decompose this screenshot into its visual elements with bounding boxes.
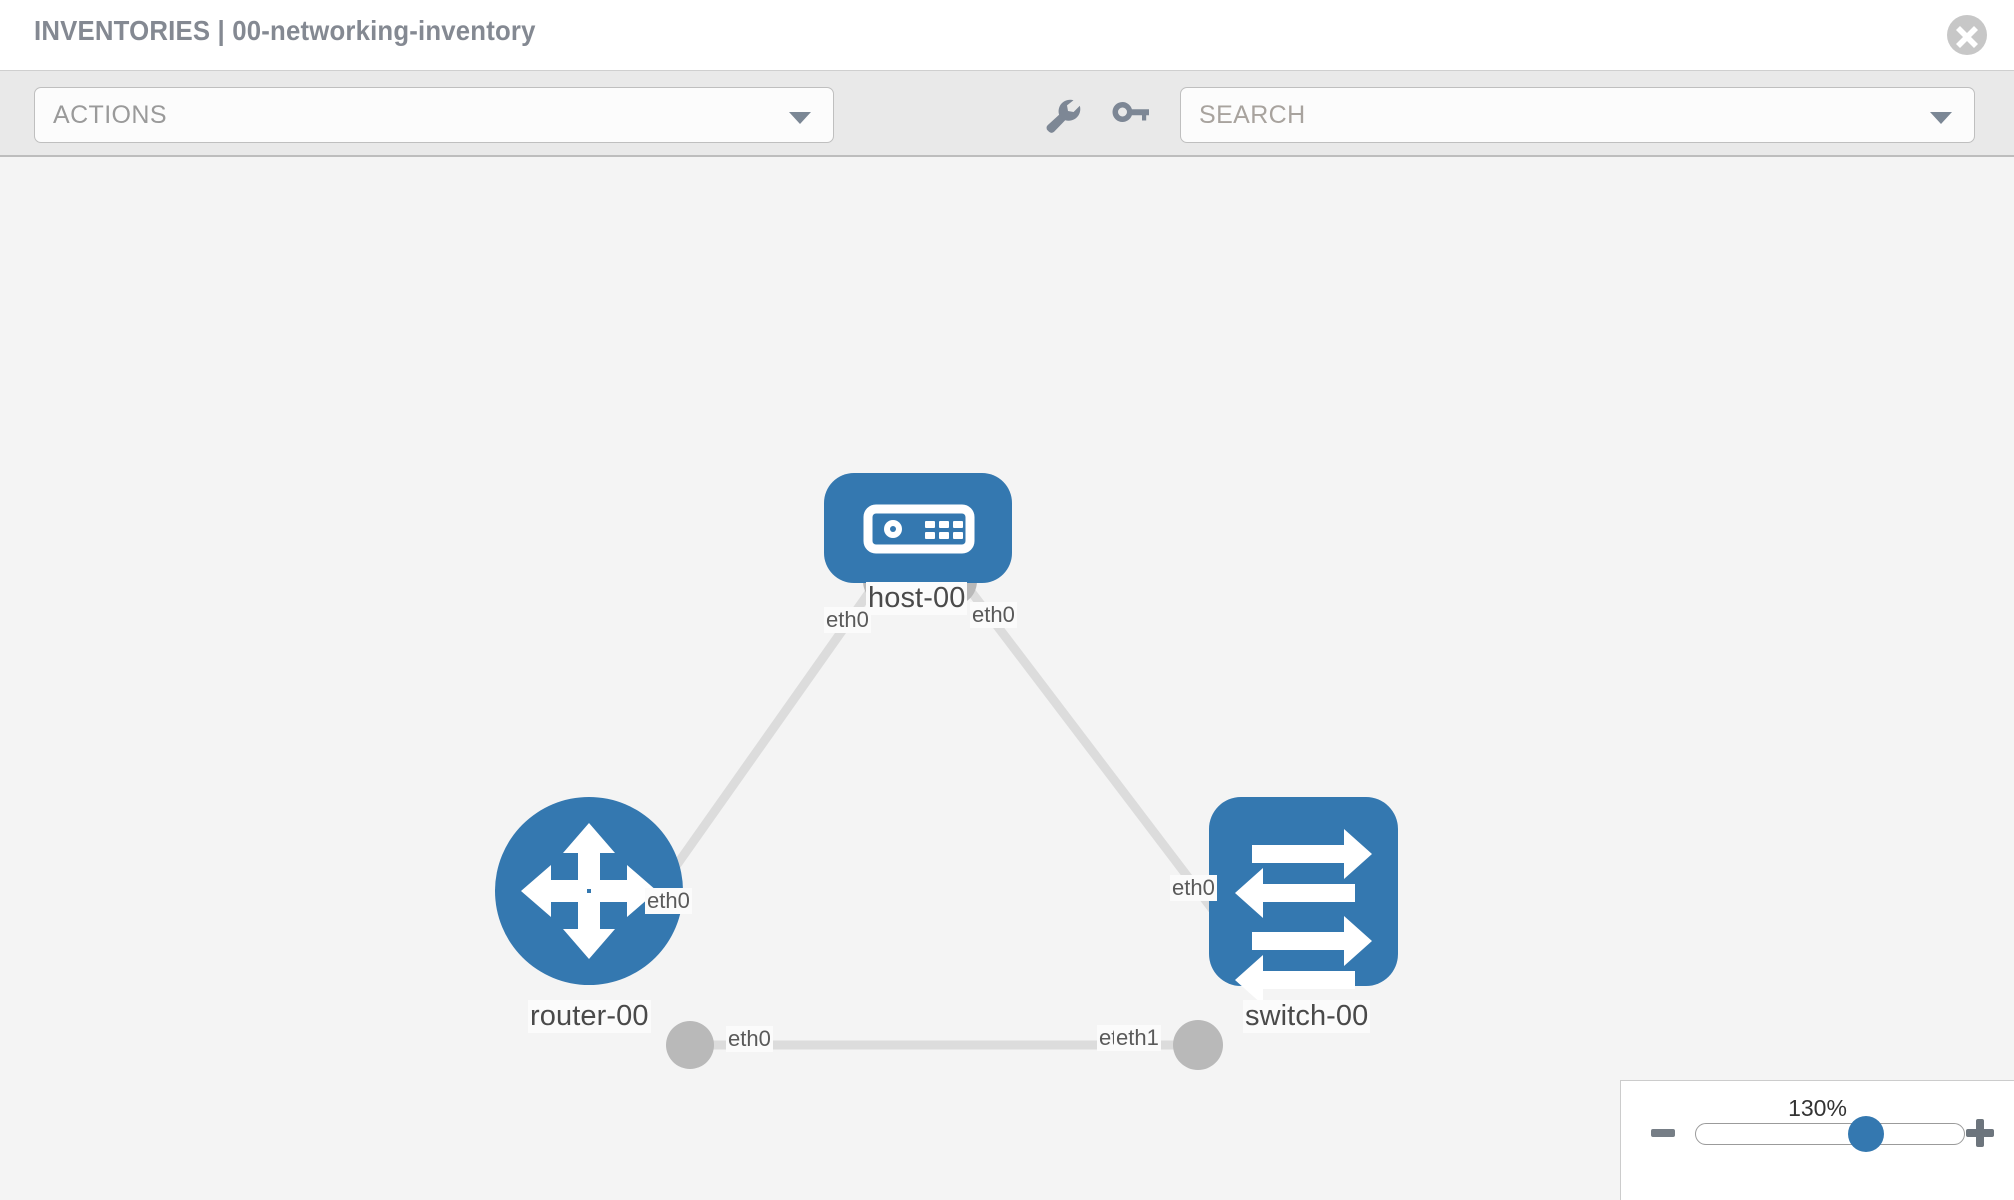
topology-links [636, 574, 1239, 1050]
zoom-slider[interactable] [1695, 1116, 1965, 1152]
topology-graph [495, 473, 1398, 1070]
chevron-down-icon [789, 112, 811, 124]
zoom-in-button[interactable] [1966, 1119, 1994, 1147]
actions-dropdown[interactable]: ACTIONS [34, 87, 834, 143]
switch-arrows-icon [1235, 829, 1372, 1005]
key-button[interactable] [1108, 97, 1152, 135]
topology-canvas[interactable]: host-00 router-00 switch-00 eth0 eth0 et… [0, 157, 2014, 1200]
node-switch-00[interactable] [1209, 797, 1398, 1005]
iface-label-host-left: eth0 [824, 607, 871, 633]
search-placeholder: SEARCH [1199, 101, 1306, 129]
iface-label-switch-uplink: eth0 [1170, 875, 1217, 901]
key-icon [1112, 102, 1149, 122]
iface-label-host-right: eth0 [970, 602, 1017, 628]
node-label-host-00: host-00 [866, 582, 968, 615]
port-switch-left[interactable] [1173, 1020, 1223, 1070]
iface-label-router-eth0: eth0 [726, 1026, 773, 1052]
zoom-out-button[interactable] [1651, 1129, 1675, 1137]
node-router-00[interactable] [495, 797, 683, 985]
close-button[interactable] [1947, 15, 1987, 55]
chevron-down-icon [1930, 112, 1952, 124]
close-icon [1956, 26, 1978, 48]
wrench-icon [1046, 99, 1081, 133]
server-icon [863, 504, 975, 554]
router-arrows-icon [521, 823, 657, 959]
node-host-00[interactable] [824, 473, 1012, 583]
port-router-right[interactable] [666, 1021, 714, 1069]
zoom-level-label: 130% [1788, 1095, 1847, 1121]
zoom-slider-thumb[interactable] [1848, 1116, 1885, 1152]
topology-ports [666, 556, 1261, 1070]
node-label-router-00: router-00 [528, 1000, 651, 1033]
link-host-router[interactable] [636, 574, 884, 920]
toolbar: ACTIONS SEARCH [0, 70, 2014, 157]
actions-dropdown-label: ACTIONS [53, 101, 167, 129]
page-title: INVENTORIES | 00-networking-inventory [34, 15, 536, 46]
wrench-button[interactable] [1040, 97, 1084, 135]
page-header: INVENTORIES | 00-networking-inventory [0, 0, 2014, 70]
iface-label-router-uplink: eth0 [645, 888, 692, 914]
iface-label-switch-eth1: eth1 [1114, 1025, 1161, 1051]
zoom-control-panel: 130% [1620, 1080, 2014, 1200]
search-input[interactable]: SEARCH [1180, 87, 1975, 143]
node-label-switch-00: switch-00 [1243, 1000, 1371, 1033]
